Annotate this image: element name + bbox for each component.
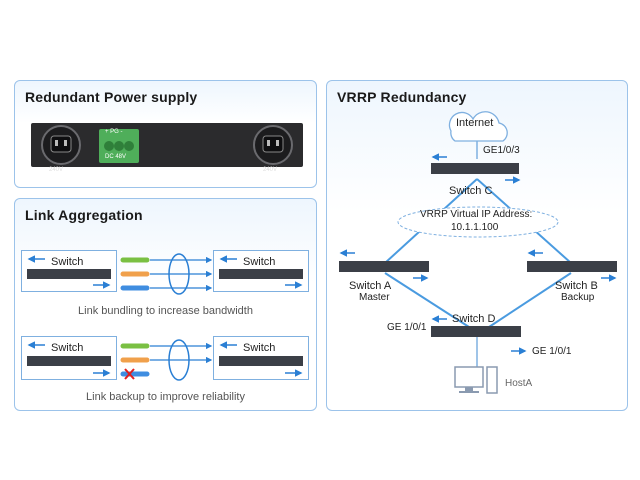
switch-d-icon: [431, 326, 521, 337]
host-computer-icon: [454, 366, 498, 394]
switch-a-role: Master: [359, 292, 390, 303]
link-row1-left-label: Switch: [51, 256, 84, 268]
internet-label: Internet: [456, 117, 494, 129]
link-title: Link Aggregation: [25, 207, 143, 223]
switch-icon: [219, 356, 303, 366]
switch-c-label: Switch C: [449, 185, 493, 197]
switch-b-icon: [527, 261, 617, 272]
ge-top-label: GE1/0/3: [483, 145, 520, 156]
link-illustration: [27, 253, 303, 381]
switch-b-role: Backup: [561, 292, 595, 303]
switch-b-label: Switch B: [555, 280, 598, 292]
link-aggregation-panel: Link Aggregation Switch Switch Link bund…: [14, 198, 317, 411]
vrrp-topology: [339, 111, 617, 394]
dc-bottom-label: DC 48V: [105, 154, 127, 160]
power-panel: Redundant Power supply 240V + PG - DC 48…: [14, 80, 317, 188]
bundle-ring-icon: [168, 253, 190, 295]
vip-ellipse: [397, 206, 559, 238]
switch-a-icon: [339, 261, 429, 272]
left-voltage-label: 240V: [49, 167, 64, 173]
link-row2-caption: Link backup to improve reliability: [86, 391, 245, 403]
switch-icon: [219, 269, 303, 279]
vrrp-panel: VRRP Redundancy: [326, 80, 628, 411]
switch-icon: [27, 356, 111, 366]
vrrp-title: VRRP Redundancy: [337, 89, 467, 105]
switch-c-icon: [431, 163, 519, 174]
link-row1-caption: Link bundling to increase bandwidth: [78, 305, 253, 317]
power-illustration: [31, 123, 303, 167]
link-row1-right-label: Switch: [243, 256, 276, 268]
bundle-ring-icon: [168, 339, 190, 381]
link-row2-right-label: Switch: [243, 342, 276, 354]
vip-value: 10.1.1.100: [451, 222, 499, 233]
link-failure-x-icon: [124, 368, 135, 380]
link-row2-left-label: Switch: [51, 342, 84, 354]
dc-top-label: + PG -: [105, 129, 123, 135]
switch-d-label: Switch D: [452, 313, 496, 325]
ge-left-label: GE 1/0/1: [387, 322, 427, 333]
ge-right-label: GE 1/0/1: [532, 346, 572, 357]
switch-icon: [27, 269, 111, 279]
power-title: Redundant Power supply: [25, 89, 198, 105]
internet-cloud-icon: [448, 111, 508, 142]
vip-label: VRRP Virtual IP Address:: [420, 209, 533, 220]
switch-a-label: Switch A: [349, 280, 392, 292]
host-label: HostA: [505, 378, 533, 389]
right-voltage-label: 240V: [263, 167, 278, 173]
